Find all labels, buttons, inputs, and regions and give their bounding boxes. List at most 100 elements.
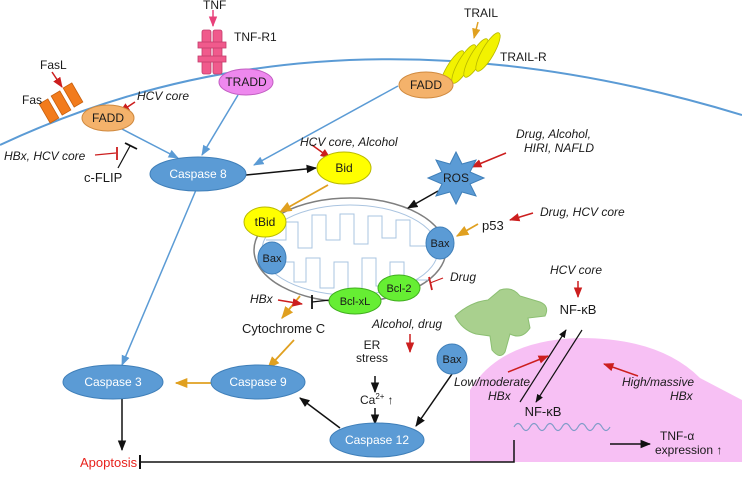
mod-low-moderate-line1: Low/moderate — [454, 375, 530, 389]
mod-drug-hcv-core: Drug, HCV core — [540, 205, 625, 219]
tradd-node — [218, 68, 274, 96]
mod-arrow-high-hbx — [603, 363, 639, 377]
bid-label: Bid — [335, 161, 352, 175]
nfkb-top-label: NF-κB — [560, 302, 597, 317]
er-stress-line2: stress — [356, 351, 388, 365]
inhib-line-drug-bcl2 — [429, 277, 444, 284]
mod-high-massive-line2: HBx — [670, 389, 694, 403]
edge-trail-fadd-to-caspase8 — [253, 85, 399, 166]
mod-drug-ros-line1: Drug, Alcohol, — [516, 127, 591, 141]
calcium-arrow: ↑ — [387, 393, 393, 407]
caspase12-label: Caspase 12 — [345, 433, 409, 447]
fadd-right-label: FADD — [410, 78, 442, 92]
mod-hcv-core-fadd: HCV core — [137, 89, 189, 103]
er-stress-line1: ER — [364, 338, 381, 352]
mod-arrow-ros — [471, 152, 507, 168]
bclxl-label: Bcl-xL — [340, 296, 371, 308]
trail-label: TRAIL — [464, 6, 498, 20]
caspase9-label: Caspase 9 — [229, 375, 287, 389]
inhib-line-cflip-caspase8 — [117, 145, 131, 169]
bax-left-label: Bax — [263, 253, 282, 265]
edge-p53-to-bax — [455, 223, 479, 237]
nucleus-region — [470, 338, 742, 462]
inhib-line-bclxl-cytc — [311, 299, 331, 303]
mod-arrow-low-hbx — [507, 355, 549, 373]
cell-membrane — [0, 58, 742, 146]
fas-label: Fas — [22, 93, 42, 107]
p53-label: p53 — [482, 218, 504, 233]
tradd-label: TRADD — [225, 75, 267, 89]
fadd-left-node — [81, 104, 135, 132]
edge-bid-to-tbid — [278, 184, 329, 213]
caspase9-node — [210, 364, 306, 400]
fas-receptor-shape — [38, 82, 84, 124]
nfkb-bottom-label: NF-κB — [525, 404, 562, 419]
fadd-right-node — [398, 71, 454, 99]
tnfa-label-line2: expression ↑ — [655, 443, 722, 457]
fasl-label: FasL — [40, 58, 67, 72]
mod-hcv-core-nfkb: HCV core — [550, 263, 602, 277]
edge-mito-to-cytochrome — [281, 295, 301, 319]
ros-node — [426, 150, 486, 206]
caspase3-node — [62, 364, 164, 400]
bax-left-node — [257, 241, 287, 275]
bax-right-node — [425, 226, 455, 260]
edge-ros-to-mito — [407, 190, 439, 209]
inhib-line-hbx-cflip — [94, 152, 117, 156]
inhib-bar-drug-bcl2 — [428, 276, 433, 291]
apoptosis-label: Apoptosis — [80, 455, 138, 470]
calcium-base: Ca — [360, 393, 376, 407]
bid-node — [316, 151, 372, 185]
caspase12-node — [329, 422, 425, 458]
edge-er-bax-to-caspase12 — [415, 373, 453, 427]
fadd-left-label: FADD — [92, 111, 124, 125]
edge-nfkb-down — [535, 329, 583, 403]
mod-alcohol-drug: Alcohol, drug — [371, 317, 442, 331]
bax-er-node — [436, 343, 468, 375]
edge-tradd-to-caspase8 — [201, 94, 239, 156]
dna-coil — [513, 422, 611, 432]
trail-r-receptor-shape — [439, 32, 501, 90]
bclxl-node — [328, 287, 382, 315]
bax-right-label: Bax — [431, 238, 450, 250]
tnf-r1-receptor-shape — [197, 29, 227, 75]
mod-arrow-trail — [472, 21, 481, 40]
bcl2-label: Bcl-2 — [386, 283, 411, 295]
bax-er-label: Bax — [443, 354, 462, 366]
mod-drug-ros-line2: HIRI, NAFLD — [524, 141, 594, 155]
caspase3-label: Caspase 3 — [84, 375, 142, 389]
mod-arrow-hbx-bclxl — [277, 298, 304, 307]
tbid-node — [243, 206, 287, 238]
edge-caspase8-to-caspase3 — [121, 189, 197, 366]
endoplasmic-reticulum-shape — [454, 288, 548, 356]
trail-r-label: TRAIL-R — [500, 50, 547, 64]
mod-arrow-p53 — [508, 212, 534, 222]
mod-drug-bcl2: Drug — [450, 270, 476, 284]
calcium-label: Ca2+↑ — [360, 392, 393, 407]
edge-caspase12-to-caspase9 — [299, 397, 341, 429]
bcl2-node — [377, 274, 421, 302]
caspase8-node — [149, 156, 247, 192]
inhib-bar-cflip — [124, 142, 138, 150]
mod-high-massive-line1: High/massive — [622, 375, 694, 389]
edge-nfkb-inhibits-apoptosis — [140, 440, 515, 463]
cytochrome-c-label: Cytochrome C — [242, 321, 325, 336]
tnf-r1-label: TNF-R1 — [234, 30, 277, 44]
calcium-superscript: 2+ — [375, 392, 384, 401]
mod-arrow-fasl — [51, 71, 63, 88]
caspase8-label: Caspase 8 — [169, 167, 227, 181]
tbid-label: tBid — [255, 215, 276, 229]
edge-fadd-to-caspase8 — [119, 127, 179, 159]
edge-nfkb-up — [519, 329, 567, 403]
mod-hbx-hcv-core: HBx, HCV core — [4, 149, 86, 163]
tnfa-label-line1: TNF-α — [660, 429, 694, 443]
edge-caspase8-to-bid — [245, 164, 318, 176]
mod-low-moderate-line2: HBx — [488, 389, 512, 403]
tnf-label: TNF — [203, 0, 226, 12]
edge-cytochrome-to-caspase9 — [267, 339, 295, 369]
mod-hcv-core-alcohol: HCV core, Alcohol — [300, 135, 398, 149]
mod-hbx-bclxl: HBx — [250, 292, 274, 306]
ros-label: ROS — [443, 171, 469, 185]
